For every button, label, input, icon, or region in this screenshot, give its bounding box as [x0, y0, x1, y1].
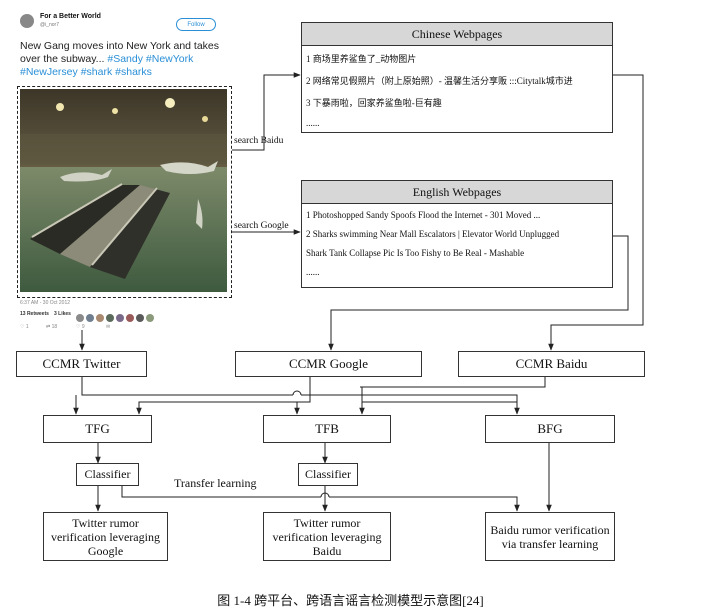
bfg-node: BFG: [485, 415, 615, 443]
tweet-text: New Gang moves into New York and takes o…: [20, 40, 230, 79]
classifier-node-1: Classifier: [76, 463, 139, 486]
hashtag[interactable]: #Sandy: [107, 53, 143, 65]
output-twitter-google: Twitter rumor verification leveraging Go…: [43, 512, 168, 561]
like-action[interactable]: ♡ 9: [76, 324, 85, 330]
result-more: ......: [306, 118, 320, 128]
result-row[interactable]: 2 Sharks swimming Near Mall Escalators |…: [306, 229, 560, 239]
hashtag[interactable]: #NewJersey: [20, 66, 78, 78]
retweet-action-count: 18: [51, 324, 58, 330]
tfb-node: TFB: [263, 415, 391, 443]
reply-action[interactable]: ♡ 1: [20, 324, 29, 330]
result-row[interactable]: 2 网络常见假照片（附上原始照）- 温馨生活分享贩 :::Citytalk城市进: [306, 76, 573, 86]
like-action-count: 9: [81, 324, 85, 330]
hashtag[interactable]: #sharks: [115, 66, 152, 78]
edge-google-bus: [136, 377, 311, 415]
result-row[interactable]: 1 商场里养鲨鱼了_动物图片: [306, 54, 417, 64]
tweet-handle: @i_nor7: [40, 22, 59, 28]
panel-title: Chinese Webpages: [302, 23, 612, 46]
ccmr-baidu-node: CCMR Baidu: [458, 351, 645, 377]
figure-caption: 图 1-4 跨平台、跨语言谣言检测模型示意图[24]: [217, 593, 484, 608]
avatar: [20, 14, 34, 28]
shark-escalator-photo: [20, 89, 227, 292]
tweet-card: For a Better World @i_nor7 Follow New Ga…: [14, 8, 232, 338]
edge-label-transfer-learning: Transfer learning: [174, 476, 257, 490]
output-baidu-transfer: Baidu rumor verification via transfer le…: [485, 512, 615, 561]
chinese-webpages-panel: Chinese Webpages 1 商场里养鲨鱼了_动物图片 2 网络常见假照…: [301, 22, 613, 133]
follow-button[interactable]: Follow: [176, 18, 216, 31]
hashtag[interactable]: #shark: [80, 66, 113, 78]
like-count: 3 Likes: [54, 311, 71, 317]
message-icon[interactable]: ✉: [106, 324, 111, 330]
edge-chinese-to-ccmr-baidu: [548, 74, 644, 351]
edge-label-search-baidu: search Baidu: [234, 136, 284, 146]
tweet-author: For a Better World: [40, 13, 101, 20]
result-row[interactable]: 1 Photoshopped Sandy Spoofs Flood the In…: [306, 210, 541, 220]
reply-count: 1: [25, 324, 29, 330]
retweet-action[interactable]: ⇄ 18: [46, 324, 58, 330]
english-webpages-panel: English Webpages 1 Photoshopped Sandy Sp…: [301, 180, 613, 288]
edge-label-search-google: search Google: [234, 221, 289, 231]
edge-search-baidu: [232, 72, 301, 151]
panel-title: English Webpages: [302, 181, 612, 204]
tweet-photo-frame: [17, 86, 232, 298]
classifier-node-2: Classifier: [298, 463, 358, 486]
tweet-body: New Gang moves into New York and takes o…: [20, 40, 220, 65]
edge-twitter-bus: [81, 377, 293, 396]
ccmr-google-node: CCMR Google: [235, 351, 422, 377]
tfg-node: TFG: [43, 415, 152, 443]
retweet-count: 13 Retweets: [20, 311, 49, 317]
ccmr-twitter-node: CCMR Twitter: [16, 351, 147, 377]
result-row[interactable]: Shark Tank Collapse Pic Is Too Fishy to …: [306, 248, 525, 258]
edge-english-to-ccmr-google: [328, 235, 629, 351]
liker-avatars: [76, 309, 156, 327]
hashtag[interactable]: #NewYork: [145, 53, 194, 65]
result-more: ......: [306, 267, 320, 277]
edge-transfer-learning: [121, 486, 321, 498]
output-twitter-baidu: Twitter rumor verification leveraging Ba…: [263, 512, 391, 561]
tweet-timestamp: 6:37 AM - 30 Oct 2012: [20, 300, 71, 306]
result-row[interactable]: 3 下暴雨啦，回家养鲨鱼啦-巨有趣: [306, 98, 442, 108]
